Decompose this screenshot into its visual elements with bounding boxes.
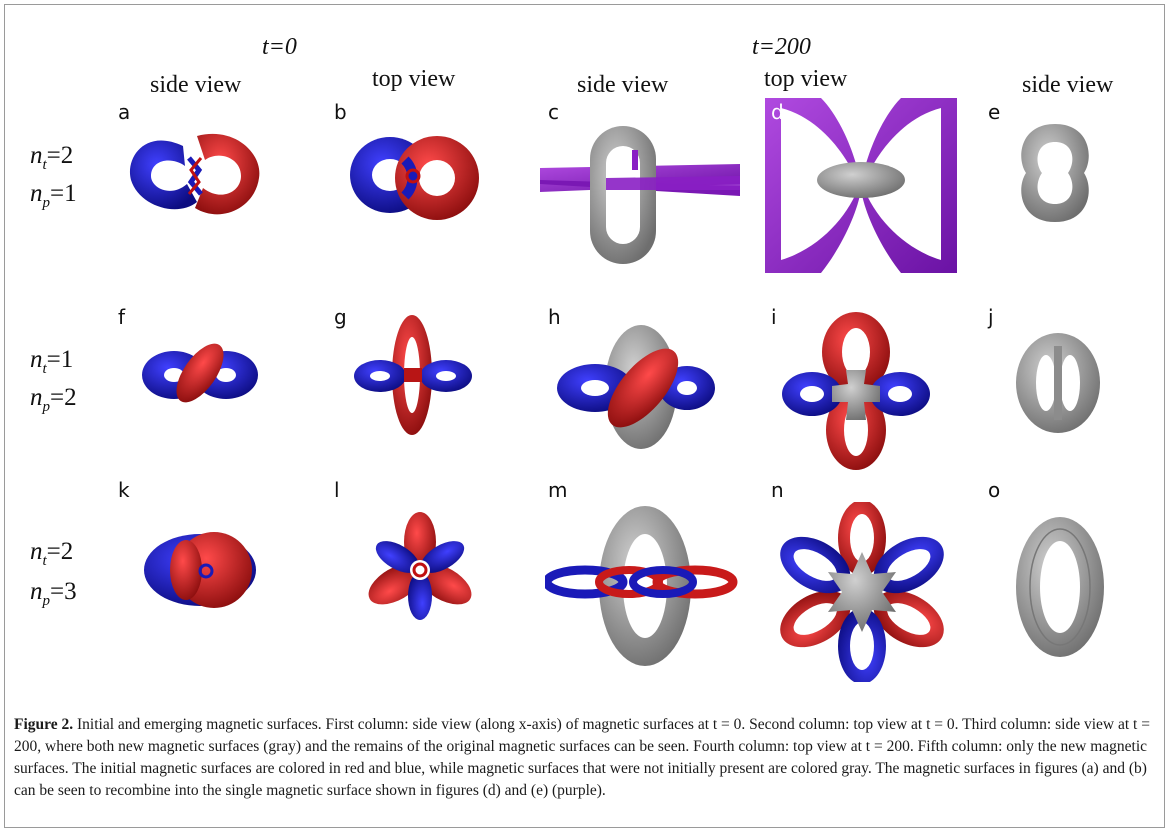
panel-label-a: a — [118, 100, 131, 124]
row3-np-label: np=3 — [30, 578, 77, 609]
caption-label: Figure 2. — [14, 716, 74, 733]
panel-label-n: n — [771, 478, 784, 502]
panel-label-j: j — [988, 305, 994, 329]
panel-label-f: f — [118, 305, 126, 329]
panel-a-image — [129, 133, 260, 215]
panel-label-k: k — [118, 478, 130, 502]
panel-e-image — [1021, 124, 1089, 222]
view-header-4: top view — [764, 66, 848, 92]
view-header-2: top view — [372, 66, 456, 92]
time-header-t0: t=0 — [262, 34, 297, 60]
row2-nt-label: nt=1 — [30, 346, 74, 377]
figure-frame — [4, 4, 1165, 828]
panel-label-d: d — [771, 100, 784, 124]
panel-label-e: e — [988, 100, 1001, 124]
panel-i-image — [782, 312, 930, 470]
panel-label-h: h — [548, 305, 561, 329]
row2-np-label: np=2 — [30, 384, 77, 415]
panel-g-image — [354, 315, 472, 435]
panel-o-image — [1016, 517, 1104, 657]
panel-label-c: c — [548, 100, 559, 124]
panel-label-l: l — [334, 478, 340, 502]
view-header-3: side view — [577, 72, 669, 98]
figure-caption: Figure 2. Initial and emerging magnetic … — [14, 714, 1154, 802]
panel-c-image — [540, 126, 740, 264]
panel-label-m: m — [548, 478, 568, 502]
panel-j-image — [1016, 333, 1100, 433]
panel-d-image — [765, 98, 957, 273]
row3-nt-label: nt=2 — [30, 538, 74, 569]
row1-np-label: np=1 — [30, 180, 77, 211]
panel-b-image — [350, 136, 479, 220]
panel-label-g: g — [334, 305, 347, 329]
panel-k-image — [144, 532, 256, 608]
panel-label-o: o — [988, 478, 1001, 502]
panel-l-image — [368, 512, 472, 620]
view-header-1: side view — [150, 72, 242, 98]
row1-nt-label: nt=2 — [30, 142, 74, 173]
time-header-t200: t=200 — [752, 34, 811, 60]
panel-m-image — [545, 506, 738, 666]
panel-h-image — [557, 325, 715, 449]
view-header-5: side view — [1022, 72, 1114, 98]
panel-label-b: b — [334, 100, 347, 124]
panel-label-i: i — [771, 305, 777, 329]
panel-n-image — [780, 502, 944, 682]
caption-text: Initial and emerging magnetic surfaces. … — [14, 716, 1150, 799]
panel-f-image — [142, 343, 258, 403]
